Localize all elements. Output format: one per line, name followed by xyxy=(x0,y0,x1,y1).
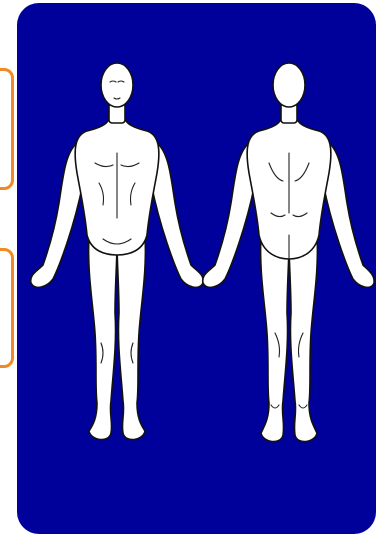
front-body-figure[interactable] xyxy=(31,63,204,440)
front-left-leg xyxy=(89,235,117,440)
side-tab-upper[interactable] xyxy=(0,68,14,190)
back-body-figure[interactable] xyxy=(203,63,374,442)
back-right-leg xyxy=(289,235,317,442)
back-left-leg xyxy=(261,235,289,442)
front-right-leg xyxy=(117,235,145,440)
back-head xyxy=(273,63,305,107)
side-tab-lower[interactable] xyxy=(0,248,14,368)
front-head xyxy=(101,63,133,107)
body-map-card xyxy=(17,3,376,534)
